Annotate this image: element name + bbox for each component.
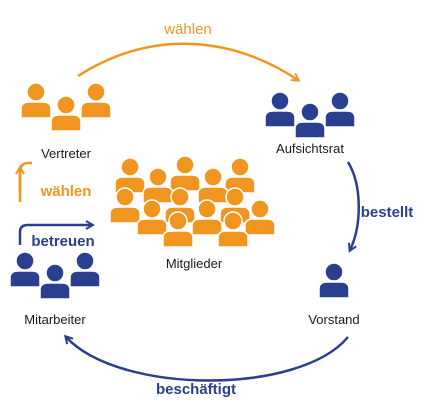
vorstand-icon [318, 262, 350, 299]
label-aufsichtsrat: Aufsichtsrat [276, 141, 344, 156]
vertreter-icon [20, 82, 112, 132]
label-vorstand: Vorstand [308, 312, 359, 327]
arrow-beschaeftigt [66, 337, 349, 382]
aufsichtsrat-icon [264, 91, 356, 139]
edge-label-beschaeftigt: beschäftigt [156, 381, 236, 398]
mitglieder-crowd-icon [109, 155, 276, 248]
arrow-waehlen-left [18, 161, 32, 193]
edge-label-waehlen-left: wählen [40, 183, 92, 200]
edge-label-betreuen: betreuen [31, 233, 94, 250]
edge-label-waehlen-top: wählen [163, 21, 212, 38]
arrow-bestellt [346, 161, 360, 250]
label-mitarbeiter: Mitarbeiter [24, 312, 86, 327]
arrow-betreuen [18, 225, 92, 245]
edge-label-bestellt: bestellt [361, 204, 414, 221]
mitarbeiter-icon [9, 251, 101, 300]
arrow-waehlen-top [77, 42, 298, 80]
label-mitglieder: Mitglieder [166, 256, 223, 271]
label-vertreter: Vertreter [41, 146, 92, 161]
